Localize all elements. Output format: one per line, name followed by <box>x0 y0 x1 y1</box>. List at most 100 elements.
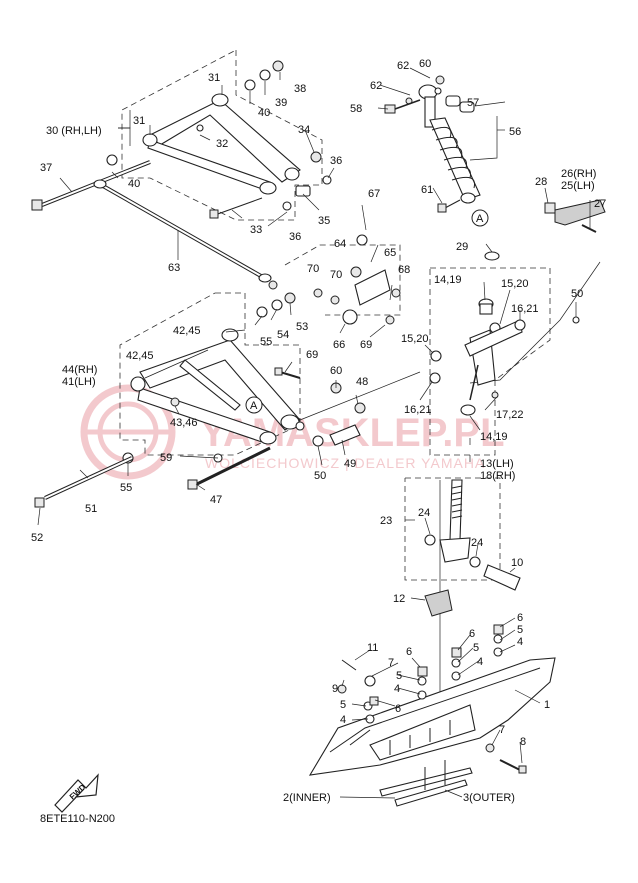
label-49: 49 <box>344 458 356 470</box>
label-55-a: 55 <box>260 336 272 348</box>
label-53: 53 <box>296 321 308 333</box>
shock-absorber <box>384 75 481 213</box>
steering-arm <box>544 199 606 233</box>
label-4-d: 4 <box>340 714 346 726</box>
label-61: 61 <box>421 184 433 196</box>
label-50-a: 50 <box>314 470 326 482</box>
spindle <box>429 251 580 416</box>
label-62-a: 62 <box>397 60 409 72</box>
lower-arm-box <box>119 292 301 456</box>
label-70-a: 70 <box>307 263 319 275</box>
label-14-19-a: 14,19 <box>434 274 462 286</box>
label-60-b: 60 <box>419 58 431 70</box>
label-6-a: 6 <box>517 612 523 624</box>
leader-arm-link <box>299 371 421 421</box>
label-17-22: 17,22 <box>496 409 524 421</box>
label-11: 11 <box>367 642 378 654</box>
label-37: 37 <box>40 162 52 174</box>
upper-arm-hardware <box>106 60 332 219</box>
label-40-b: 40 <box>128 178 140 190</box>
label-32: 32 <box>216 138 228 150</box>
label-2: 2(INNER) <box>283 792 331 804</box>
ref-marker-a-lower: A <box>245 396 263 414</box>
label-69-a: 69 <box>360 339 372 351</box>
label-30: 30 (RH,LH) <box>46 125 102 137</box>
label-5-d: 5 <box>340 699 346 711</box>
label-6-c: 6 <box>406 646 412 658</box>
label-14-19-b: 14,19 <box>480 431 508 443</box>
label-42-45-b: 42,45 <box>126 350 154 362</box>
label-24-a: 24 <box>418 507 430 519</box>
label-56: 56 <box>509 126 521 138</box>
label-41: 41(LH) <box>62 376 96 388</box>
label-48: 48 <box>356 376 368 388</box>
label-5-c: 5 <box>396 670 402 682</box>
label-47: 47 <box>210 494 222 506</box>
label-40-a: 40 <box>258 107 270 119</box>
label-16-21-b: 16,21 <box>404 404 432 416</box>
label-3: 3(OUTER) <box>463 792 515 804</box>
svg-text:A: A <box>476 213 484 225</box>
label-16-21-a: 16,21 <box>511 303 539 315</box>
label-66: 66 <box>333 339 345 351</box>
label-29: 29 <box>456 241 468 253</box>
label-58: 58 <box>350 103 362 115</box>
ref-marker-a-upper: A <box>471 209 489 227</box>
watermark-subtitle: WOLCIECHOWICZ | DEALER YAMAHA <box>205 455 485 471</box>
svg-text:A: A <box>250 400 258 412</box>
label-35: 35 <box>318 215 330 227</box>
label-33: 33 <box>250 224 262 236</box>
label-54: 54 <box>277 329 289 341</box>
label-26: 26(RH) <box>561 168 596 180</box>
label-65: 65 <box>384 247 396 259</box>
label-7-a: 7 <box>388 657 394 669</box>
label-5-b: 5 <box>473 642 479 654</box>
label-68: 68 <box>398 264 410 276</box>
label-31-a: 31 <box>208 72 220 84</box>
label-43-46: 43,46 <box>170 417 198 429</box>
label-9: 9 <box>332 683 338 695</box>
fwd-arrow-icon: FWD <box>54 773 99 813</box>
steering-box <box>284 244 401 316</box>
callout-leaders <box>37 67 591 799</box>
label-69-b: 69 <box>306 349 318 361</box>
label-28: 28 <box>535 176 547 188</box>
upper-arm-box <box>121 49 323 221</box>
tie-rod-63 <box>93 179 278 290</box>
label-57: 57 <box>467 97 479 109</box>
label-59: 59 <box>160 452 172 464</box>
label-64: 64 <box>334 238 346 250</box>
label-51: 51 <box>85 503 97 515</box>
label-39: 39 <box>275 97 287 109</box>
label-5-a: 5 <box>517 624 523 636</box>
label-18: 18(RH) <box>480 470 515 482</box>
label-13: 13(LH) <box>480 458 514 470</box>
bolt-51 <box>34 456 133 508</box>
label-6-d: 6 <box>395 703 401 715</box>
label-55-b: 55 <box>120 482 132 494</box>
ski-assembly <box>308 657 556 807</box>
label-60-a: 60 <box>330 365 342 377</box>
label-70-b: 70 <box>330 269 342 281</box>
label-12: 12 <box>393 593 405 605</box>
label-34: 34 <box>298 124 310 136</box>
label-36-b: 36 <box>289 231 301 243</box>
upper-a-arm <box>142 93 301 195</box>
label-23: 23 <box>380 515 392 527</box>
label-27: 27 <box>594 198 606 210</box>
steering-linkage <box>274 234 401 379</box>
label-67: 67 <box>368 188 380 200</box>
label-15-20-a: 15,20 <box>501 278 529 290</box>
label-42-45-a: 42,45 <box>173 325 201 337</box>
label-38: 38 <box>294 83 306 95</box>
label-63: 63 <box>168 262 180 274</box>
label-50-b: 50 <box>571 288 583 300</box>
label-7-b: 7 <box>499 724 505 736</box>
label-36-a: 36 <box>330 155 342 167</box>
label-1: 1 <box>544 699 550 711</box>
label-6-b: 6 <box>469 628 475 640</box>
label-44: 44(RH) <box>62 364 97 376</box>
label-24-b: 24 <box>471 537 483 549</box>
label-52: 52 <box>31 532 43 544</box>
